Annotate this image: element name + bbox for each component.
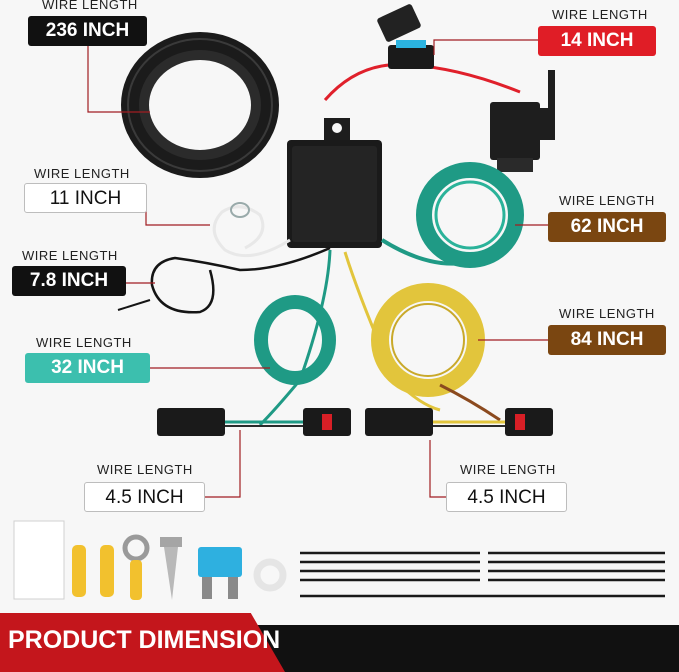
ring-terminal-icon xyxy=(122,534,150,600)
badge-236-inch: 236 INCH xyxy=(28,16,147,46)
screw-icon xyxy=(160,537,182,600)
badge-32-inch: 32 INCH xyxy=(25,353,150,383)
footer-accent xyxy=(0,613,285,672)
wire-coil-icon xyxy=(121,32,279,178)
fuse-icon xyxy=(198,547,242,599)
trailer-connector-icon xyxy=(490,70,555,172)
caption-11: WIRE LENGTH xyxy=(34,166,130,181)
caption-4-5-left: WIRE LENGTH xyxy=(97,462,193,477)
plug-connector-icon xyxy=(365,408,553,436)
plug-connector-icon xyxy=(157,408,351,436)
badge-84-inch: 84 INCH xyxy=(548,325,666,355)
caption-7-8: WIRE LENGTH xyxy=(22,248,118,263)
caption-4-5-right: WIRE LENGTH xyxy=(460,462,556,477)
badge-14-inch: 14 INCH xyxy=(538,26,656,56)
fuse-holder-icon xyxy=(377,4,434,69)
caption-236: WIRE LENGTH xyxy=(42,0,138,12)
badge-4-5-inch-left: 4.5 INCH xyxy=(84,482,205,512)
washer-icon xyxy=(253,558,287,592)
badge-62-inch: 62 INCH xyxy=(548,212,666,242)
badge-11-inch: 11 INCH xyxy=(24,183,147,213)
badge-7-8-inch: 7.8 INCH xyxy=(12,266,126,296)
adhesive-pad-icon xyxy=(13,520,65,600)
butt-connector-icon xyxy=(72,545,114,597)
caption-32: WIRE LENGTH xyxy=(36,335,132,350)
caption-62: WIRE LENGTH xyxy=(559,193,655,208)
caption-14: WIRE LENGTH xyxy=(552,7,648,22)
footer-title: PRODUCT DIMENSION xyxy=(8,626,281,654)
caption-84: WIRE LENGTH xyxy=(559,306,655,321)
cable-tie-icon xyxy=(300,551,665,598)
control-module-icon xyxy=(287,118,382,248)
badge-4-5-inch-right: 4.5 INCH xyxy=(446,482,567,512)
